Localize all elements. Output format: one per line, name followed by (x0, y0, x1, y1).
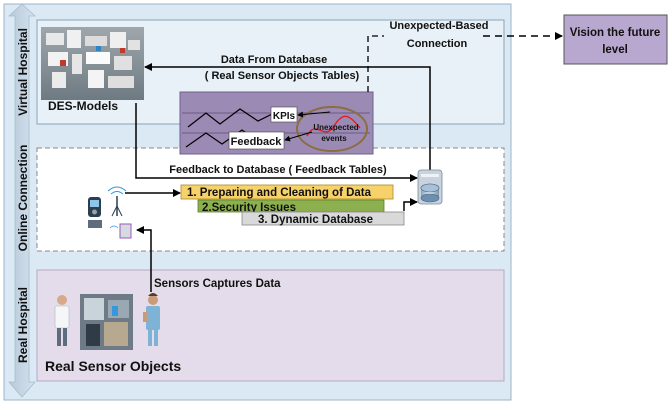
unexpected-connection-dashed-up (367, 35, 384, 92)
data-from-database-arrow (144, 63, 431, 177)
step-3-label: 3. Dynamic Database (258, 214, 373, 226)
unexpected-events-ellipse (296, 106, 368, 152)
unexpected-to-kpis-arrow (297, 111, 331, 118)
step-3-box (241, 211, 405, 226)
database-icon (417, 169, 443, 205)
feedback-to-database-arrow (135, 103, 418, 182)
unexpected-events-line2: events (321, 134, 347, 143)
feedback-tag (228, 131, 285, 150)
unexpected-connection-label: Unexpected-Based (389, 20, 488, 32)
real-sensor-objects-image (54, 293, 160, 350)
label-real-hospital: Real Hospital (16, 287, 30, 363)
des-models-image (41, 27, 144, 100)
vertical-double-arrow (7, 3, 37, 398)
data-from-database-label: Data From Database (221, 54, 327, 66)
feedback-label: Feedback (231, 136, 283, 148)
dynamic-database-to-db-arrow (403, 198, 418, 211)
kpis-label: KPIs (273, 111, 296, 122)
label-virtual-hospital: Virtual Hospital (16, 28, 30, 116)
sensors-capture-label: Sensors Captures Data (154, 278, 281, 290)
kpi-trend-line (187, 108, 277, 128)
vision-box (563, 14, 668, 65)
feedback-to-database-label: Feedback to Database ( Feedback Tables) (169, 164, 387, 176)
label-online-connection: Online Connection (16, 145, 30, 252)
vision-label-line2: level (602, 44, 628, 56)
kpis-tag (270, 106, 298, 123)
step-2-label: 2.Security Issues (202, 202, 296, 214)
step-1-box (180, 184, 394, 200)
sensor-devices-icon (88, 186, 132, 239)
data-from-database-sublabel: ( Real Sensor Objects Tables) (205, 70, 360, 82)
des-models-label: DES-Models (48, 99, 118, 113)
unexpected-events-line1: Unexpected (313, 123, 358, 132)
vision-label-line1: Vision the future (570, 27, 661, 39)
unexpected-connection-sublabel: Connection (407, 38, 468, 50)
real-sensor-objects-label: Real Sensor Objects (45, 358, 181, 374)
unexpected-to-feedback-arrow (284, 131, 313, 142)
step-1-label: 1. Preparing and Cleaning of Data (187, 187, 372, 199)
unexpected-red-line (306, 115, 361, 137)
sensors-capture-arrow (136, 226, 152, 292)
